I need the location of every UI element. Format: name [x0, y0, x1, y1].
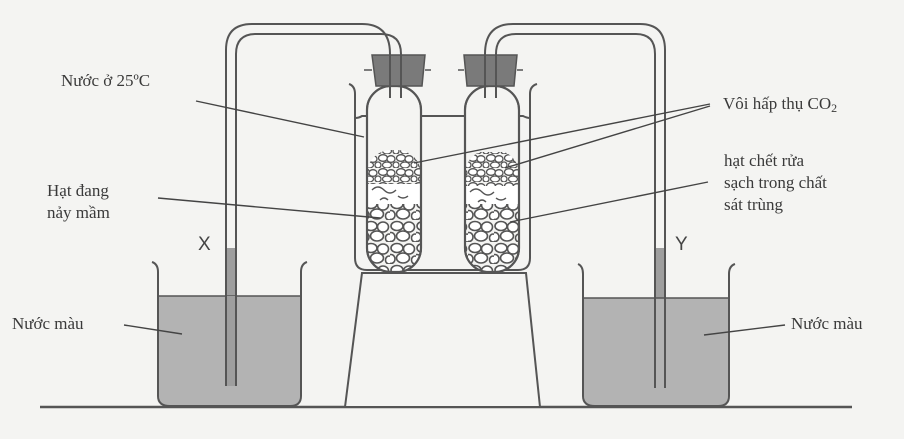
label-dead-seeds-2: sạch trong chất	[724, 173, 827, 192]
label-lime-subscript: 2	[831, 101, 838, 115]
label-dead-seeds-1: hạt chết rửa	[724, 151, 805, 170]
delivery-tube-y	[484, 23, 666, 388]
water-bath-beaker	[348, 83, 538, 271]
leader-lines	[123, 100, 786, 336]
label-tube-x: X	[198, 234, 211, 255]
label-water-temp: Nước ở 25ºC	[61, 71, 151, 90]
label-germinating-seeds-1: Hạt đang	[47, 181, 109, 200]
label-lime-text: Vôi hấp thụ CO	[723, 94, 832, 113]
test-tube-left	[365, 84, 423, 274]
label-germinating-seeds-2: nảy mầm	[47, 203, 110, 222]
label-colored-water-right: Nước màu	[791, 314, 863, 333]
stand	[343, 272, 542, 408]
label-tube-y: Y	[675, 234, 688, 255]
label-dead-seeds-3: sát trùng	[724, 195, 784, 214]
stopper-right	[458, 54, 523, 87]
delivery-tube-x	[225, 23, 402, 386]
test-tube-right	[463, 84, 521, 274]
label-lime-co2: Vôi hấp thụ CO2	[723, 93, 837, 119]
label-colored-water-left: Nước màu	[12, 314, 84, 333]
stopper-left	[364, 54, 431, 87]
